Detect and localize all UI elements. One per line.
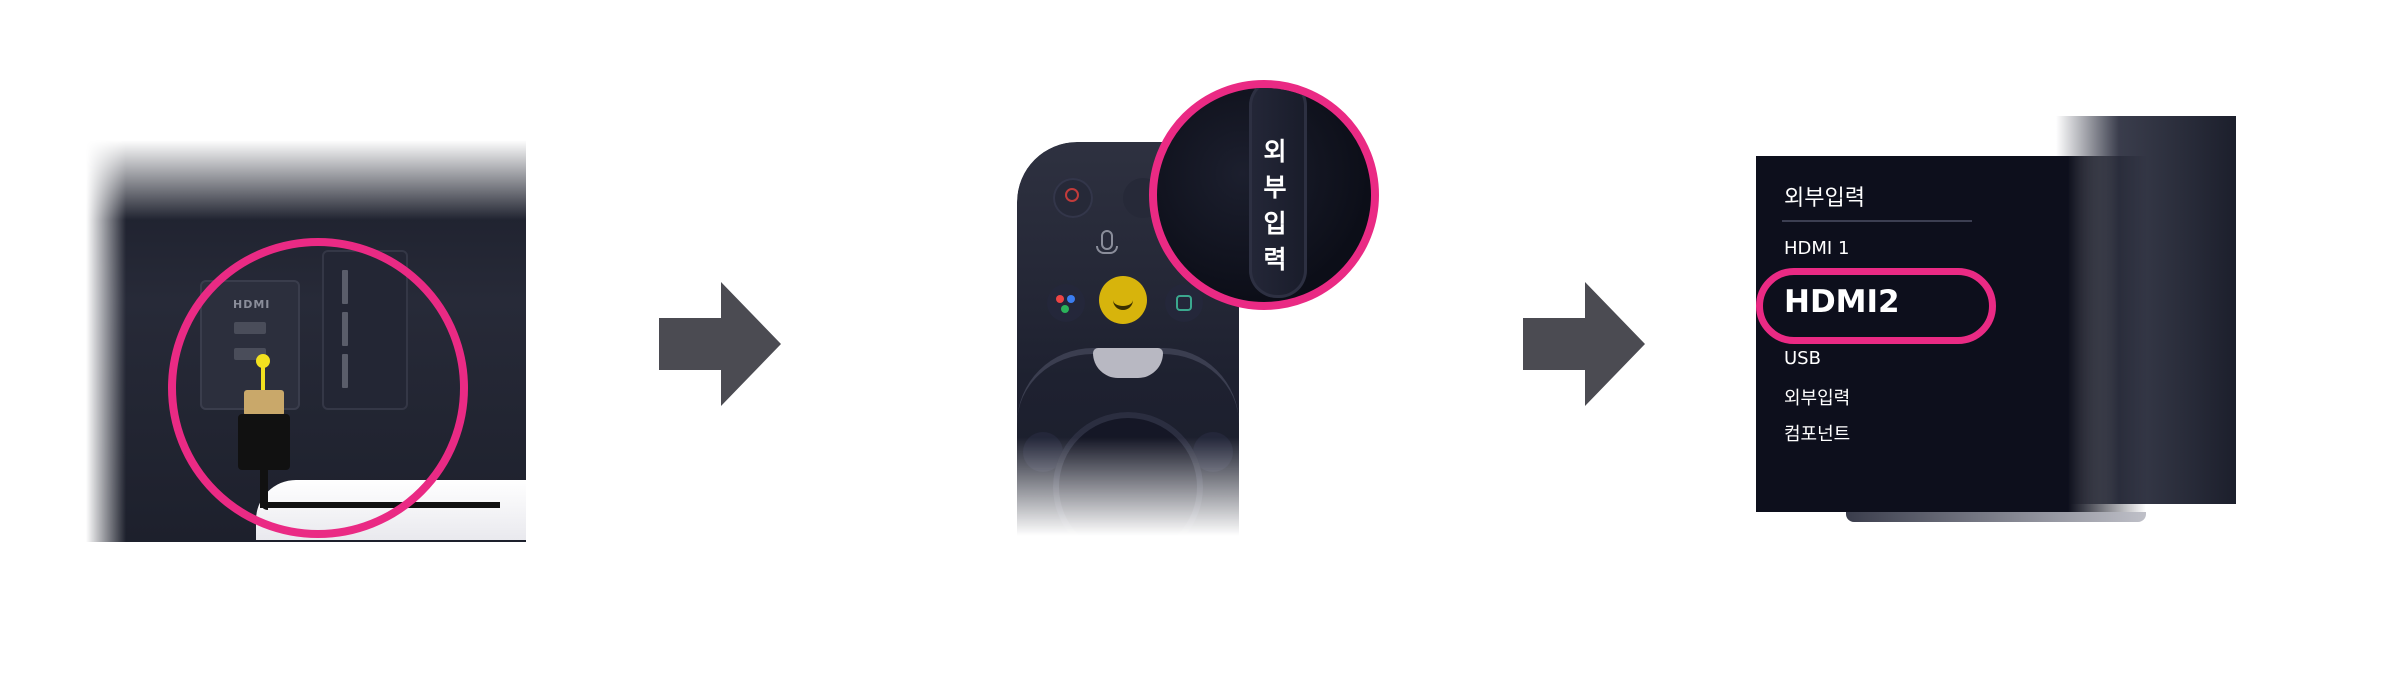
menu-divider <box>1782 220 1972 222</box>
input-key[interactable] <box>1249 88 1307 298</box>
step3-tv-menu-illustration: 외부입력 HDMI 1 HDMI2 USB 외부입력 컴포넌트 <box>1756 116 2236 528</box>
smile-icon[interactable] <box>1099 276 1147 324</box>
microphone-icon <box>1096 246 1118 254</box>
app-icon[interactable] <box>1165 284 1203 322</box>
zoom-highlight-circle: 외 부 입 력 <box>1149 80 1379 310</box>
menu-item-hdmi1[interactable]: HDMI 1 <box>1784 238 1850 259</box>
menu-item-external-input[interactable]: 외부입력 <box>1784 388 1851 409</box>
tv-bottom-edge <box>1846 512 2146 522</box>
menu-item-usb[interactable]: USB <box>1784 348 1821 369</box>
tv-screen <box>1756 156 2146 512</box>
assistant-icon[interactable] <box>1047 284 1085 322</box>
step1-tv-back-illustration: HDMI <box>86 140 526 542</box>
step2-remote-illustration: 외 부 입 력 <box>1005 76 1405 562</box>
menu-item-hdmi2[interactable]: HDMI2 <box>1784 284 1900 320</box>
arrow-right-icon <box>659 282 781 406</box>
selected-highlight <box>1756 268 1996 344</box>
input-key-label: 외 부 입 력 <box>1263 137 1287 274</box>
power-icon[interactable] <box>1053 178 1093 218</box>
menu-title: 외부입력 <box>1784 186 1865 211</box>
highlight-circle <box>168 238 468 538</box>
tv-back-top-fade <box>86 140 526 220</box>
menu-item-component[interactable]: 컴포넌트 <box>1784 424 1851 445</box>
scroll-wheel[interactable] <box>1053 412 1203 562</box>
ok-button[interactable] <box>1093 348 1163 378</box>
arrow-right-icon <box>1523 282 1645 406</box>
